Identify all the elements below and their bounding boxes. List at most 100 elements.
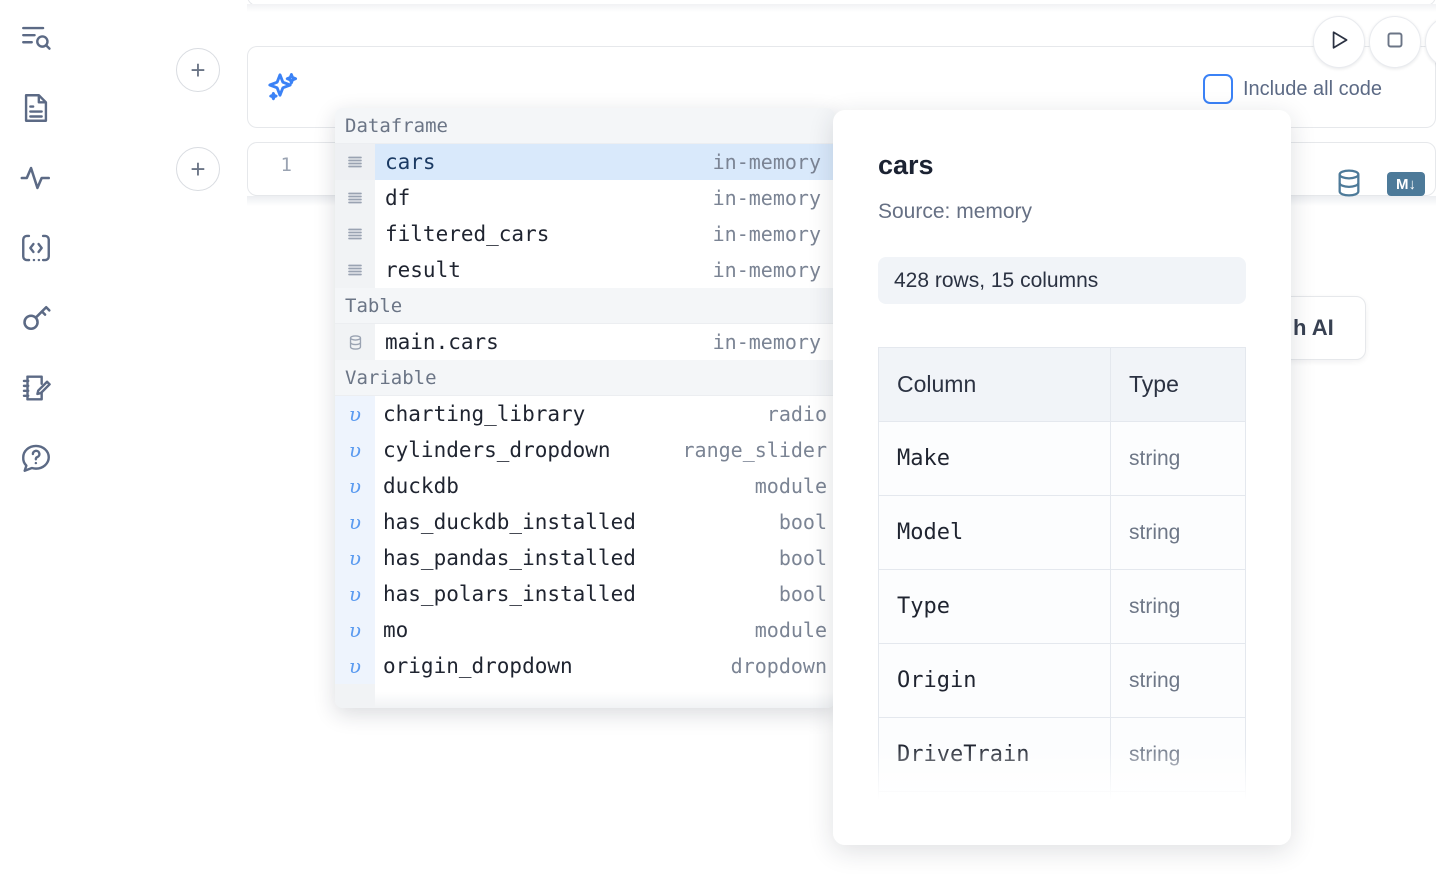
autocomplete-scroll-fade (335, 692, 835, 708)
table-cell-type: string (1110, 421, 1246, 496)
table-cell-type: string (1110, 643, 1246, 718)
autocomplete-item-type: in-memory (712, 186, 821, 210)
variable-icon: υ (335, 540, 375, 576)
autocomplete-item-name: cars (385, 150, 436, 174)
autocomplete-item-name: duckdb (383, 474, 459, 498)
autocomplete-item-name: filtered_cars (385, 222, 550, 246)
autocomplete-item-main-cars[interactable]: main.cars in-memory (335, 324, 835, 360)
table-cell-type: string (1110, 569, 1246, 644)
autocomplete-item-type: bool (778, 510, 827, 534)
cell-above-shadow (247, 4, 1436, 12)
autocomplete-item-type: bool (778, 582, 827, 606)
table-row: Type string (878, 569, 1246, 644)
variable-icon: υ (335, 576, 375, 612)
database-icon (335, 324, 375, 360)
autocomplete-item-type: in-memory (712, 150, 821, 174)
sparkles-icon (265, 70, 301, 106)
autocomplete-item-has-polars-installed[interactable]: υ has_polars_installed bool (335, 576, 835, 612)
autocomplete-item-type: bool (778, 546, 827, 570)
autocomplete-item-has-pandas-installed[interactable]: υ has_pandas_installed bool (335, 540, 835, 576)
sidebar-item-help[interactable] (14, 436, 58, 480)
autocomplete-item-filtered-cars[interactable]: filtered_cars in-memory (335, 216, 835, 252)
sidebar-item-notebook[interactable] (14, 86, 58, 130)
table-cell-column: Origin (878, 643, 1111, 718)
autocomplete-item-type: in-memory (712, 258, 821, 282)
autocomplete-item-mo[interactable]: υ mo module (335, 612, 835, 648)
variable-icon: υ (335, 432, 375, 468)
add-cell-above-button[interactable]: + (176, 48, 220, 92)
autocomplete-item-name: result (385, 258, 461, 282)
run-button[interactable] (1313, 16, 1365, 68)
autocomplete-item-df[interactable]: df in-memory (335, 180, 835, 216)
notebook-edit-icon (19, 371, 53, 405)
autocomplete-item-type: in-memory (712, 330, 821, 354)
play-icon (1326, 27, 1352, 58)
autocomplete-item-name: charting_library (383, 402, 586, 426)
autocomplete-item-name: origin_dropdown (383, 654, 573, 678)
preview-title: cars (878, 150, 934, 180)
table-row: Model string (878, 495, 1246, 570)
sidebar-item-activity[interactable] (14, 156, 58, 200)
autocomplete-item-cars[interactable]: cars in-memory (335, 144, 835, 180)
autocomplete-item-result[interactable]: result in-memory (335, 252, 835, 288)
sidebar-item-secrets[interactable] (14, 296, 58, 340)
table-row: Make string (878, 421, 1246, 496)
autocomplete-item-name: df (385, 186, 411, 210)
key-icon (19, 301, 53, 335)
autocomplete-item-origin-dropdown[interactable]: υ origin_dropdown dropdown (335, 648, 835, 684)
dataframe-rows-icon (335, 144, 375, 180)
left-icon-rail (0, 0, 72, 874)
sidebar-item-snippets[interactable] (14, 226, 58, 270)
stop-button[interactable] (1369, 16, 1421, 68)
include-all-code-label: Include all code (1243, 77, 1382, 100)
table-header-row: Column Type (878, 347, 1246, 422)
include-all-code-checkbox[interactable] (1203, 74, 1233, 104)
activity-pulse-icon (19, 161, 53, 195)
autocomplete-item-cylinders-dropdown[interactable]: υ cylinders_dropdown range_slider (335, 432, 835, 468)
markdown-badge[interactable]: M↓ (1387, 172, 1425, 196)
preview-bottom-fade (833, 745, 1291, 845)
autocomplete-item-charting-library[interactable]: υ charting_library radio (335, 396, 835, 432)
autocomplete-dropdown[interactable]: Dataframe cars in-memory df in-memory fi… (335, 108, 835, 708)
autocomplete-item-duckdb[interactable]: υ duckdb module (335, 468, 835, 504)
autocomplete-item-name: has_duckdb_installed (383, 510, 636, 534)
dataframe-rows-icon (335, 252, 375, 288)
sidebar-item-scratchpad[interactable] (14, 366, 58, 410)
autocomplete-item-type: range_slider (682, 438, 828, 462)
dataframe-rows-icon (335, 216, 375, 252)
code-line-number: 1 (280, 154, 292, 176)
database-icon[interactable] (1333, 166, 1365, 205)
variable-icon: υ (335, 612, 375, 648)
add-cell-below-button[interactable]: + (176, 147, 220, 191)
include-all-code-toggle[interactable]: Include all code (1203, 74, 1382, 104)
dataframe-preview-panel: cars Source: memory 428 rows, 15 columns… (833, 110, 1291, 845)
autocomplete-item-type: dropdown (730, 654, 827, 678)
dataframe-rows-icon (335, 180, 375, 216)
autocomplete-item-has-duckdb-installed[interactable]: υ has_duckdb_installed bool (335, 504, 835, 540)
help-chat-icon (19, 441, 53, 475)
autocomplete-item-name: main.cars (385, 330, 499, 354)
variable-icon: υ (335, 504, 375, 540)
variable-icon: υ (335, 468, 375, 504)
document-icon (19, 91, 53, 125)
table-cell-column: Make (878, 421, 1111, 496)
autocomplete-item-name: has_pandas_installed (383, 546, 636, 570)
generate-with-ai-button[interactable]: h AI (1282, 296, 1366, 360)
autocomplete-item-name: mo (383, 618, 409, 642)
autocomplete-item-type: module (754, 474, 827, 498)
sidebar-item-file-explorer[interactable] (14, 16, 58, 60)
autocomplete-section-header: Table (335, 288, 835, 324)
table-header-type: Type (1110, 347, 1246, 422)
ai-prompt-input[interactable]: @ (333, 70, 403, 139)
autocomplete-item-type: in-memory (712, 222, 821, 246)
variable-icon: υ (335, 648, 375, 684)
table-row: Origin string (878, 643, 1246, 718)
variable-icon: υ (335, 396, 375, 432)
autocomplete-item-type: module (754, 618, 827, 642)
code-brackets-icon (19, 231, 53, 265)
autocomplete-item-type: radio (766, 402, 827, 426)
autocomplete-section-header: Dataframe (335, 108, 835, 144)
table-cell-column: Type (878, 569, 1111, 644)
table-cell-column: Model (878, 495, 1111, 570)
